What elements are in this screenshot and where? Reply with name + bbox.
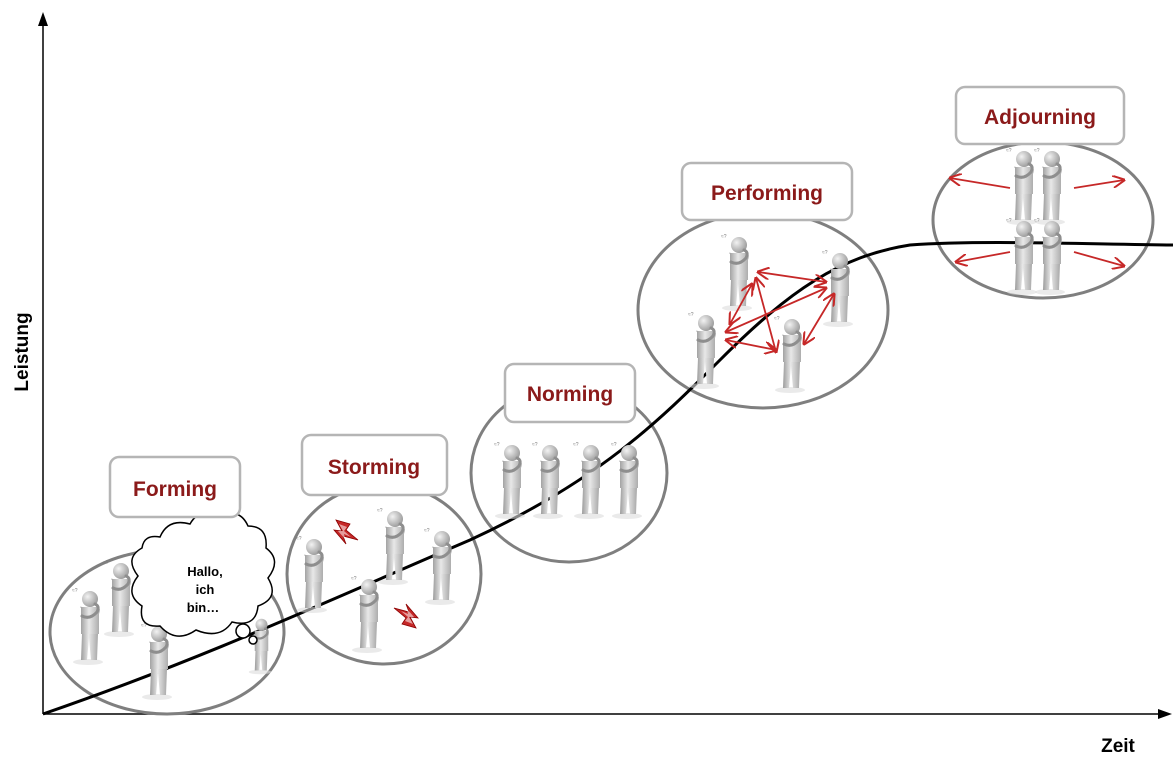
performing-group-circle (636, 210, 890, 410)
thought-bubble: Hallo, ich bin… (131, 511, 276, 645)
svg-text:Performing: Performing (711, 182, 823, 205)
stage-label-adjourning: Adjourning (954, 85, 1126, 146)
bubble-line-3: bin… (187, 600, 220, 615)
stage-label-forming: Forming (108, 455, 242, 519)
stage-label-performing: Performing (680, 161, 854, 222)
bubble-line-2: ich (196, 582, 215, 597)
y-axis-label: Leistung (12, 312, 33, 391)
stage-label-norming: Norming (503, 362, 637, 424)
bubble-line-1: Hallo, (187, 564, 222, 579)
x-axis-label: Zeit (1101, 736, 1135, 757)
interaction-arrows (726, 272, 834, 352)
svg-text:Norming: Norming (527, 383, 613, 406)
svg-text:Forming: Forming (133, 478, 217, 501)
double-arrow-icon (726, 340, 776, 350)
double-arrow-icon (804, 294, 834, 344)
arrow-left-icon (950, 178, 1011, 189)
svg-text:Adjourning: Adjourning (984, 106, 1096, 129)
double-arrow-icon (758, 272, 826, 282)
arrow-right-icon (1073, 180, 1124, 189)
y-axis (38, 12, 48, 714)
stage-label-storming: Storming (300, 433, 449, 497)
double-arrow-icon (730, 284, 752, 324)
x-axis (43, 709, 1172, 719)
arrow-left-icon (956, 251, 1011, 262)
svg-text:Storming: Storming (328, 456, 420, 479)
arrow-right-icon (1073, 251, 1124, 266)
outward-arrows (950, 178, 1124, 266)
